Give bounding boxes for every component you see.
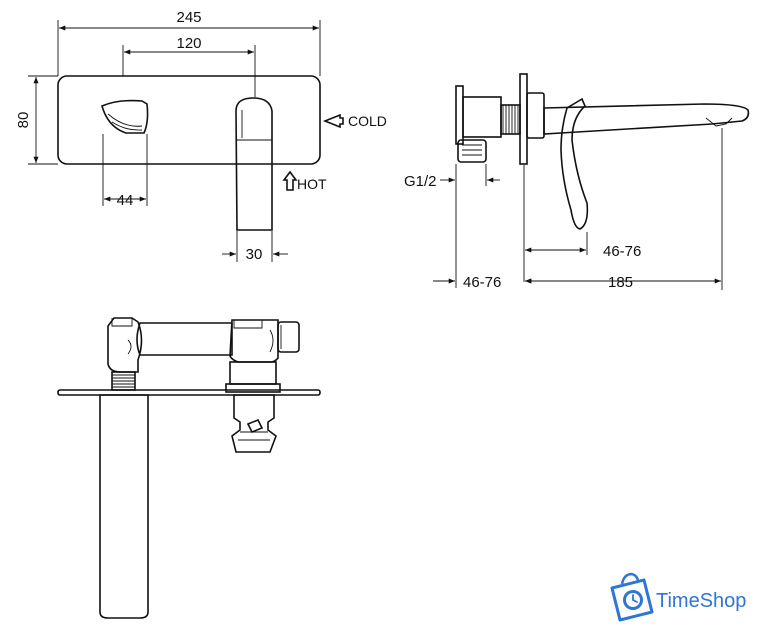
dim-spout-width: 44 <box>117 192 134 209</box>
thread-section <box>500 104 521 135</box>
arrow-up-icon <box>282 170 298 191</box>
dim-center-distance: 120 <box>176 35 201 52</box>
wall-flange <box>519 73 528 165</box>
lever-side <box>560 97 589 230</box>
mixer-handle <box>235 97 273 231</box>
spout-outlet <box>101 99 149 134</box>
body-pipe <box>136 322 233 356</box>
wall-plate <box>57 75 321 165</box>
dim-depth-handle: 46-76 <box>603 243 641 260</box>
spout-top <box>99 394 149 619</box>
side-view: G1/2 46-76 46-76 185 <box>404 73 750 291</box>
spout-side <box>543 103 750 135</box>
wall-plate-top <box>57 389 321 396</box>
valve-body <box>455 85 464 145</box>
handle-top <box>231 394 277 453</box>
top-view <box>57 317 321 619</box>
dim-handle-width: 30 <box>246 246 263 263</box>
front-view: 245 120 80 44 30 COLD HOT <box>15 9 387 263</box>
arrow-left-icon <box>322 113 344 129</box>
left-elbow <box>107 317 143 373</box>
dim-spout-length: 185 <box>608 274 633 291</box>
dim-height: 80 <box>15 112 32 129</box>
dim-total-width: 245 <box>176 9 201 26</box>
dim-depth-body: 46-76 <box>463 274 501 291</box>
label-cold: COLD <box>348 113 387 129</box>
right-valve-head <box>229 319 279 363</box>
clock-bag-icon <box>610 572 654 622</box>
brand-logo: TimeShop <box>610 572 746 622</box>
dim-thread: G1/2 <box>404 173 437 190</box>
brand-name: TimeShop <box>656 590 746 612</box>
label-hot: HOT <box>297 176 327 192</box>
